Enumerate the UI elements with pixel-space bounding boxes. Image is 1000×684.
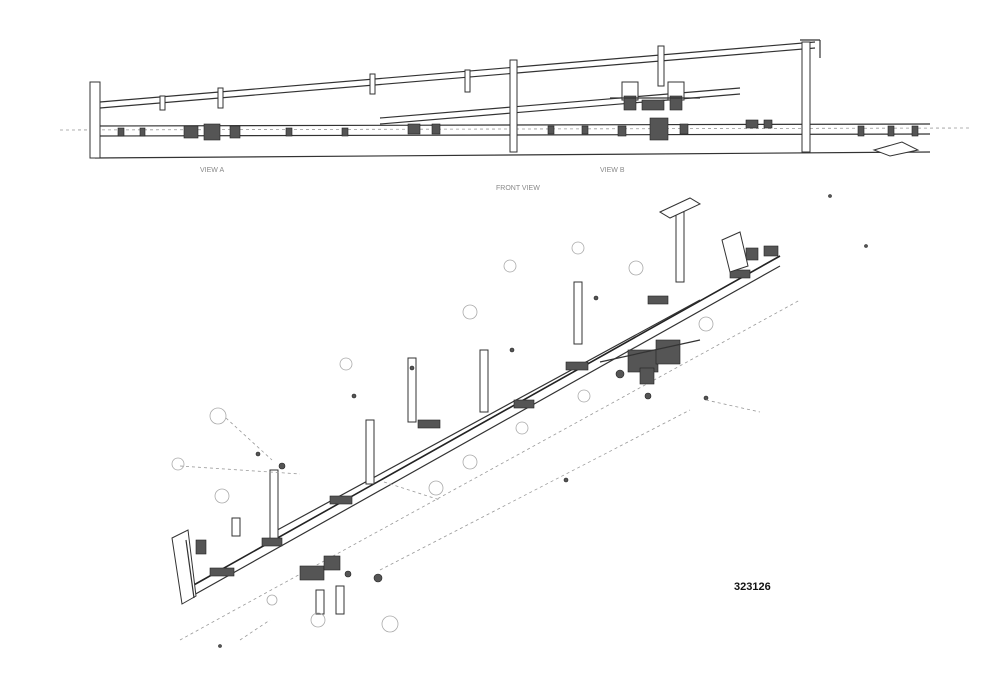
valve-group-lower xyxy=(299,555,383,615)
view-label-b: VIEW B xyxy=(600,167,625,174)
vertical-posts xyxy=(231,197,702,541)
leader-lines xyxy=(179,399,761,641)
callout-circles xyxy=(171,241,714,633)
valve-cluster-top xyxy=(610,81,700,111)
valve-cluster-iso xyxy=(599,339,701,400)
top-elevation-view: VIEW A VIEW B FRONT VIEW xyxy=(59,39,971,192)
view-label-a: VIEW A xyxy=(200,167,224,174)
hardware-parts xyxy=(218,194,868,648)
right-end-fittings xyxy=(721,231,779,273)
drawing-number: 323126 xyxy=(734,581,771,593)
nozzle-row-top xyxy=(117,117,919,141)
left-end-frame xyxy=(171,529,207,605)
top-view-caption: FRONT VIEW xyxy=(496,185,540,192)
nozzle-assemblies xyxy=(209,269,751,577)
isometric-exploded-view xyxy=(171,194,868,648)
